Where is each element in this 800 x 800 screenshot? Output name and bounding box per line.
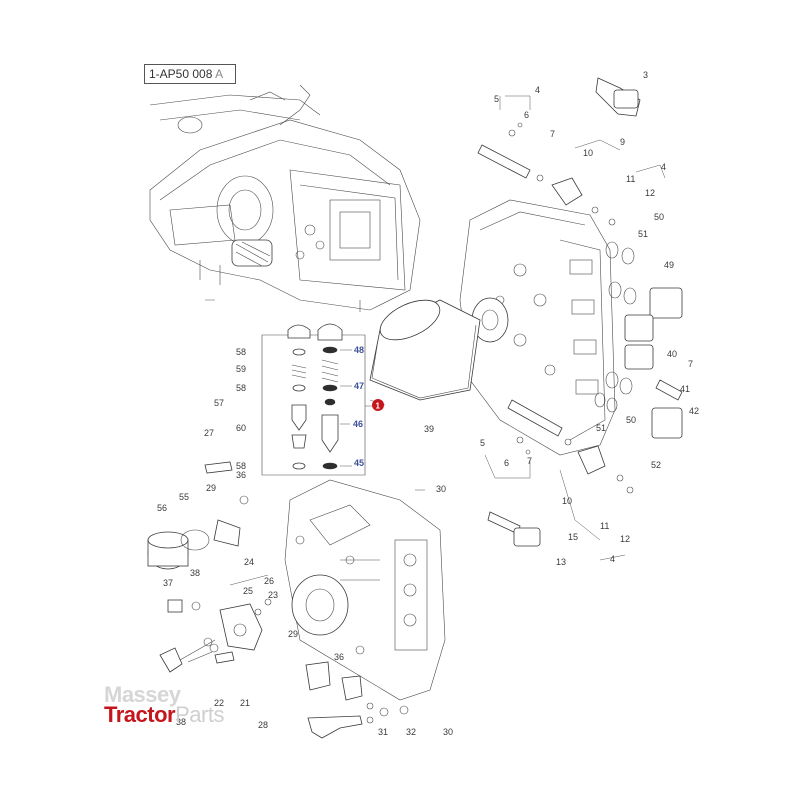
callout: 38 (176, 717, 186, 727)
lower-right-fittings (487, 399, 634, 547)
callout: 59 (236, 364, 246, 374)
callout: 36 (236, 470, 246, 480)
callout: 28 (258, 720, 268, 730)
callout: 46 (353, 419, 363, 429)
callout: 10 (583, 148, 593, 158)
lower-left-components (147, 461, 409, 739)
filter-canister (369, 299, 481, 401)
highlight-marker-number: 1 (376, 402, 381, 411)
logo-parts: Parts (175, 702, 224, 727)
callout: 32 (406, 727, 416, 737)
callout: 25 (243, 586, 253, 596)
logo-tractor: Tractor (104, 702, 176, 727)
callout: 38 (190, 568, 200, 578)
callout: 7 (527, 456, 532, 466)
callout: 4 (535, 85, 540, 95)
callout: 13 (556, 557, 566, 567)
callout: 58 (236, 383, 246, 393)
callout: 12 (620, 534, 630, 544)
solenoid-coils (594, 241, 683, 439)
callout: 41 (680, 384, 690, 394)
callout: 45 (354, 458, 364, 468)
callout: 6 (504, 458, 509, 468)
callout: 24 (244, 557, 254, 567)
callout: 56 (157, 503, 167, 513)
callout: 5 (480, 438, 485, 448)
hydraulic-valve-block (459, 199, 616, 456)
callout: 42 (689, 406, 699, 416)
callout: 39 (424, 424, 434, 434)
callout: 9 (620, 137, 625, 147)
callout: 26 (264, 576, 274, 586)
callout: 58 (236, 461, 246, 471)
brand-logo: Massey TractorParts (104, 682, 264, 732)
callout: 7 (550, 129, 555, 139)
diagram-reference-code: 1-AP50 008 A (144, 64, 236, 84)
callout: 3 (643, 70, 648, 80)
callout: 30 (436, 484, 446, 494)
callout-labels: 3 4 5 6 7 9 10 4 11 12 50 51 49 40 7 41 … (157, 70, 699, 737)
callout: 23 (268, 590, 278, 600)
callout: 48 (354, 345, 364, 355)
callout: 29 (288, 629, 298, 639)
callout: 11 (626, 174, 635, 184)
callout: 50 (626, 415, 636, 425)
lower-valve-body (284, 479, 446, 701)
callout: 15 (568, 532, 578, 542)
callout: 7 (688, 359, 693, 369)
callout: 49 (664, 260, 674, 270)
callout: 22 (214, 698, 224, 708)
callout: 11 (600, 521, 609, 531)
transmission-housing (149, 84, 421, 312)
callout: 60 (236, 423, 246, 433)
callout: 51 (596, 423, 606, 433)
callout: 58 (236, 347, 246, 357)
highlight-marker[interactable]: 1 (372, 399, 384, 411)
callout: 12 (645, 188, 655, 198)
callout: 40 (667, 349, 677, 359)
callout: 36 (334, 652, 344, 662)
callout: 4 (661, 162, 666, 172)
callout: 27 (204, 428, 214, 438)
reference-code: 1-AP50 008 (149, 67, 213, 81)
callout: 52 (651, 460, 661, 470)
callout: 10 (562, 496, 572, 506)
callout: 5 (494, 94, 499, 104)
spool-assembly-group (261, 323, 366, 476)
callout: 37 (163, 578, 173, 588)
callout: 4 (610, 554, 615, 564)
callout: 31 (378, 727, 388, 737)
callout: 6 (524, 110, 529, 120)
callout: 51 (638, 229, 648, 239)
callout: 30 (443, 727, 453, 737)
callout: 29 (206, 483, 216, 493)
logo-line-2: TractorParts (104, 702, 224, 728)
callout: 50 (654, 212, 664, 222)
callout: 21 (240, 698, 250, 708)
logo-line-1: Massey (104, 682, 181, 707)
callout: 47 (354, 381, 364, 391)
reference-revision: A (215, 67, 224, 81)
callout: 57 (214, 398, 224, 408)
callout: 55 (179, 492, 189, 502)
top-right-fittings (477, 77, 641, 226)
